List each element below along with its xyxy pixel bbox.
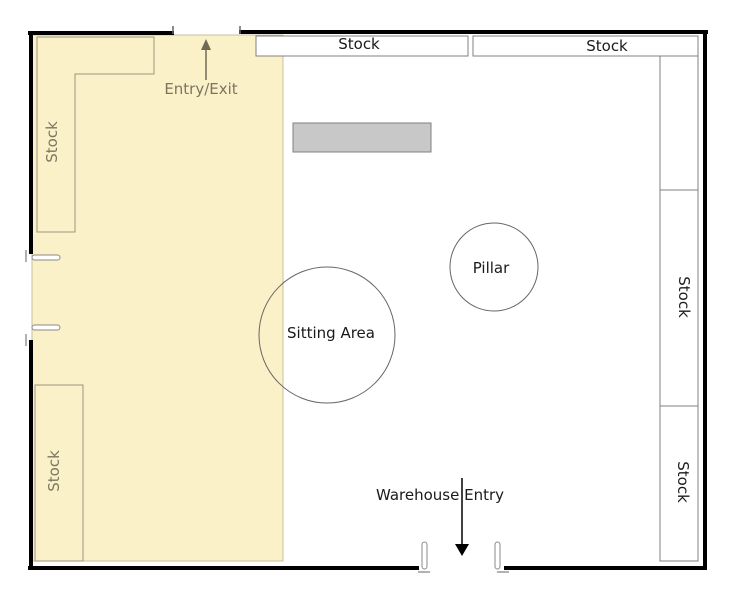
stock-shelf-left-lower [34,384,84,562]
stock-shelf-right-lower [659,405,699,562]
stock-shelf-top-center [255,35,469,57]
warehouse-entry-arrow-icon [455,478,469,556]
entry-exit-label: Entry/Exit [164,80,237,98]
stock-shelf-right-corner [659,55,699,191]
pillar-circle [449,222,539,312]
outer-walls [28,30,708,570]
warehouse-entry-label: Warehouse Entry [376,486,504,504]
sitting-area-circle [258,266,396,404]
warehouse-door-leaves [418,541,509,573]
stock-label-left-lower: Stock [45,450,63,492]
counter [292,122,432,153]
stock-label-right-upper: Stock [675,276,693,318]
highlighted-zone [31,34,284,562]
pillar-label: Pillar [473,259,510,277]
stock-label-top-center: Stock [338,35,380,53]
entry-exit-arrow-icon [201,39,211,80]
left-wall-openings [25,250,61,346]
stock-label-top-right: Stock [586,37,628,55]
stock-label-left-upper: Stock [43,121,61,163]
sitting-area-label: Sitting Area [287,324,375,342]
stock-shelf-top-left-l [36,36,155,233]
stock-shelf-top-right [472,35,699,57]
stock-label-right-lower: Stock [674,461,692,503]
